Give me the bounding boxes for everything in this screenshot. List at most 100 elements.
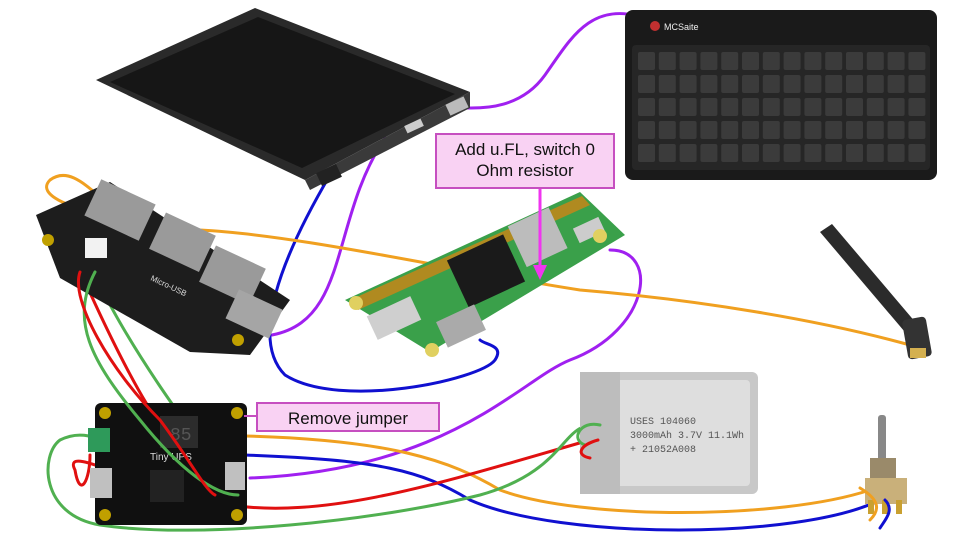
keyboard-key [700, 52, 718, 70]
keyboard-key [679, 75, 697, 93]
keyboard-key [783, 98, 801, 116]
battery-line1: USES 104060 [630, 417, 696, 428]
keyboard-key [825, 121, 843, 139]
keyboard-key [762, 121, 780, 139]
antenna [820, 224, 932, 360]
wire-blue-pi [268, 173, 500, 393]
keyboard-key [908, 98, 926, 116]
keyboard-brand: MCSaite [664, 22, 699, 32]
keyboard-key [658, 75, 676, 93]
keyboard-key [804, 75, 822, 93]
keyboard-key [804, 52, 822, 70]
keyboard-key [721, 98, 739, 116]
keyboard-key [887, 75, 905, 93]
keyboard-key [846, 98, 863, 116]
keyboard-key [783, 52, 801, 70]
keyboard-key [658, 121, 676, 139]
keyboard-key [742, 121, 759, 139]
keyboard-key [700, 144, 718, 162]
keyboard-key [700, 121, 718, 139]
keyboard-key [908, 52, 926, 70]
keyboard-key [742, 52, 759, 70]
keyboard-key [679, 52, 697, 70]
annotation-ufl-callout: Add u.FL, switch 0 Ohm resistor [435, 133, 615, 189]
wire-red-battery-tab [579, 438, 600, 460]
wire-orange-antenna [45, 173, 912, 347]
keyboard-key [825, 75, 843, 93]
ups-label: Tiny UPS [150, 452, 192, 463]
wire-purple-keyboard [466, 12, 647, 110]
wire-red-hub-ups [77, 270, 217, 497]
keyboard-key [762, 144, 780, 162]
keyboard-key [638, 144, 655, 162]
callout-arrows [244, 189, 547, 417]
keyboard-key [887, 121, 905, 139]
ufl-arrow-head [533, 265, 547, 280]
keyboard-key [866, 52, 884, 70]
keyboard-key [825, 144, 843, 162]
toggle-switch [865, 415, 907, 514]
wire-orange-switch [243, 434, 872, 514]
keyboard-key [638, 52, 655, 70]
keyboard-key [679, 144, 697, 162]
keyboard-key [866, 121, 884, 139]
keyboard-key [679, 98, 697, 116]
keyboard-key [700, 75, 718, 93]
keyboard-key [658, 52, 676, 70]
keyboard-key [700, 98, 718, 116]
annotation-ufl-line1: Add u.FL, switch 0 [455, 140, 595, 159]
wires-front [77, 270, 891, 530]
keyboard: MCSaite [625, 10, 937, 180]
keyboard-key [866, 98, 884, 116]
keyboard-key [762, 52, 780, 70]
keyboard-key [783, 75, 801, 93]
keyboard-key [825, 98, 843, 116]
keyboard-key [658, 98, 676, 116]
annotation-jumper-text: Remove jumper [288, 409, 408, 428]
keyboard-key [721, 144, 739, 162]
battery-line3: + 21052A008 [630, 445, 696, 456]
keyboard-key [783, 121, 801, 139]
battery-line2: 3000mAh 3.7V 11.1Wh [630, 430, 744, 442]
keyboard-key [721, 52, 739, 70]
keyboard-key [638, 75, 655, 93]
raspberry-pi-zero [345, 192, 625, 357]
keyboard-key [638, 98, 655, 116]
keyboard-key [846, 75, 863, 93]
wire-purple-ups [248, 248, 643, 480]
keyboard-key [762, 98, 780, 116]
keyboard-key [887, 52, 905, 70]
keyboard-key [866, 144, 884, 162]
keyboard-key [638, 121, 655, 139]
keyboard-key [846, 52, 863, 70]
keyboard-key [762, 75, 780, 93]
display-panel [96, 8, 470, 190]
usb-hub-board: Micro-USB [36, 179, 290, 355]
keyboard-key [783, 144, 801, 162]
keyboard-key [846, 121, 863, 139]
wire-orange-switch-end [858, 486, 879, 522]
keyboard-key [825, 52, 843, 70]
wire-blue-switch-end [878, 498, 891, 530]
keyboard-key [908, 121, 926, 139]
keyboard-key [887, 98, 905, 116]
keyboard-keys [638, 52, 926, 162]
keyboard-key [658, 144, 676, 162]
keyboard-key [846, 144, 863, 162]
keyboard-key [742, 98, 759, 116]
keyboard-key [742, 144, 759, 162]
wire-blue-switch [243, 453, 882, 532]
lipo-battery: USES 104060 3000mAh 3.7V 11.1Wh + 21052A… [580, 372, 758, 494]
keyboard-key [908, 75, 926, 93]
keyboard-key [679, 121, 697, 139]
wire-purple-hub [270, 136, 387, 337]
annotation-ufl-line2: Ohm resistor [476, 161, 574, 180]
keyboard-key [804, 121, 822, 139]
wire-green-battery-tab [576, 422, 602, 447]
keyboard-key [804, 144, 822, 162]
wire-green [46, 423, 602, 532]
keyboard-key [721, 121, 739, 139]
keyboard-key [887, 144, 905, 162]
keyboard-key [908, 144, 926, 162]
tiny-ups-board: 85 Tiny UPS [88, 403, 247, 525]
